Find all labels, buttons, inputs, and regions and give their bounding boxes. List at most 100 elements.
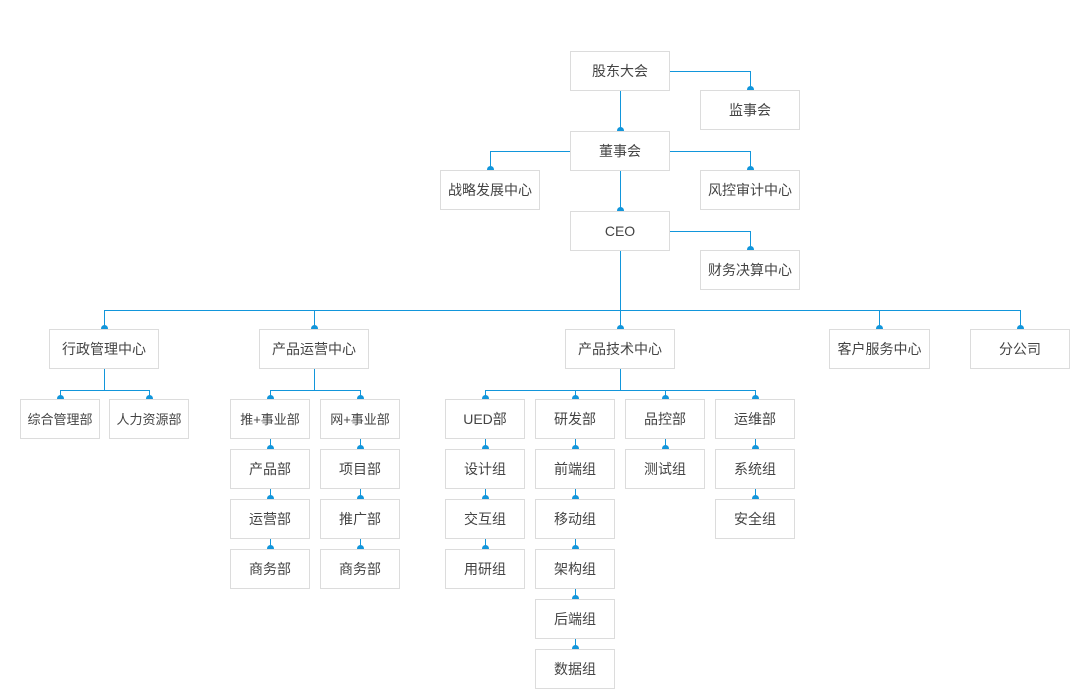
- node-board-of-directors[interactable]: 董事会: [570, 131, 670, 171]
- connector-drop-branch-company: [1020, 310, 1021, 329]
- connector-ued-to-design: [485, 439, 486, 449]
- node-operation-dept[interactable]: 运营部: [230, 499, 310, 539]
- connector-ops-to-system: [755, 439, 756, 449]
- connector-dot-security-group: [752, 495, 759, 502]
- node-data-group[interactable]: 数据组: [535, 649, 615, 689]
- node-rd-dept[interactable]: 研发部: [535, 399, 615, 439]
- node-shareholders-meeting[interactable]: 股东大会: [570, 51, 670, 91]
- node-test-group[interactable]: 测试组: [625, 449, 705, 489]
- connector-mobile-to-architecture: [575, 539, 576, 549]
- node-business-dept-right[interactable]: 商务部: [320, 549, 400, 589]
- connector-tech-drop-qc: [665, 390, 666, 399]
- connector-ceo-to-finance-h: [670, 231, 750, 232]
- connector-board-to-strategy-v: [490, 151, 491, 170]
- connector-dot-mobile-group: [572, 495, 579, 502]
- node-general-management-dept[interactable]: 综合管理部: [20, 399, 100, 439]
- connector-dot-customer-service: [876, 325, 883, 332]
- connector-drop-customer-service: [879, 310, 880, 329]
- connector-dot-product-operation: [311, 325, 318, 332]
- connector-shareholders-to-board-v: [620, 91, 621, 131]
- node-customer-service-center[interactable]: 客户服务中心: [829, 329, 930, 369]
- connector-dot-architecture-group: [572, 545, 579, 552]
- node-risk-audit-center[interactable]: 风控审计中心: [700, 170, 800, 210]
- connector-tui-to-product: [270, 439, 271, 449]
- connector-board-to-risk-h: [670, 151, 750, 152]
- connector-prodops-bar: [270, 390, 360, 391]
- connector-dot-test-group: [662, 445, 669, 452]
- connector-dot-product-dept: [267, 445, 274, 452]
- connector-prodops-drop-tui: [270, 390, 271, 399]
- node-design-group[interactable]: 设计组: [445, 449, 525, 489]
- connector-dot-project-dept: [357, 445, 364, 452]
- connector-drop-product-operation: [314, 310, 315, 329]
- connector-admin-drop-hr: [149, 390, 150, 399]
- connector-dot-design-group: [482, 445, 489, 452]
- node-product-operation-center[interactable]: 产品运营中心: [259, 329, 369, 369]
- connector-dot-interaction-group: [482, 495, 489, 502]
- node-architecture-group[interactable]: 架构组: [535, 549, 615, 589]
- connector-dot-finance-center: [747, 246, 754, 253]
- node-ued-dept[interactable]: UED部: [445, 399, 525, 439]
- connector-dot-strategy-center: [487, 166, 494, 173]
- connector-shareholders-to-supervisory-v: [750, 71, 751, 90]
- connector-dot-data-group: [572, 645, 579, 652]
- node-business-dept-left[interactable]: 商务部: [230, 549, 310, 589]
- node-admin-management-center[interactable]: 行政管理中心: [49, 329, 159, 369]
- connector-product-to-operation: [270, 489, 271, 499]
- node-product-technology-center[interactable]: 产品技术中心: [565, 329, 675, 369]
- connector-dot-qc-dept: [662, 395, 669, 402]
- connector-dot-supervisory: [747, 86, 754, 93]
- connector-drop-product-technology: [620, 310, 621, 329]
- connector-dot-operation-dept: [267, 495, 274, 502]
- connector-drop-admin-center: [104, 310, 105, 329]
- connector-dot-user-research-group: [482, 545, 489, 552]
- connector-dot-general-management: [57, 395, 64, 402]
- connector-ceo-to-finance-v: [750, 231, 751, 250]
- node-supervisory-board[interactable]: 监事会: [700, 90, 800, 130]
- connector-dot-tui-plus-unit: [267, 395, 274, 402]
- connector-divisions-bar: [104, 310, 1020, 311]
- connector-qc-to-test: [665, 439, 666, 449]
- node-security-group[interactable]: 安全组: [715, 499, 795, 539]
- node-qc-dept[interactable]: 品控部: [625, 399, 705, 439]
- connector-tech-stem: [620, 369, 621, 390]
- connector-board-to-risk-v: [750, 151, 751, 170]
- node-mobile-group[interactable]: 移动组: [535, 499, 615, 539]
- connector-dot-promotion-dept: [357, 495, 364, 502]
- connector-dot-risk-audit-center: [747, 166, 754, 173]
- node-ceo[interactable]: CEO: [570, 211, 670, 251]
- connector-dot-ceo: [617, 207, 624, 214]
- node-project-dept[interactable]: 项目部: [320, 449, 400, 489]
- connector-dot-admin-center: [101, 325, 108, 332]
- connector-ceo-to-divisions-v: [620, 251, 621, 310]
- node-interaction-group[interactable]: 交互组: [445, 499, 525, 539]
- node-strategy-development-center[interactable]: 战略发展中心: [440, 170, 540, 210]
- node-backend-group[interactable]: 后端组: [535, 599, 615, 639]
- node-human-resources-dept[interactable]: 人力资源部: [109, 399, 189, 439]
- connector-shareholders-to-supervisory-h: [670, 71, 750, 72]
- node-promotion-dept[interactable]: 推广部: [320, 499, 400, 539]
- connector-dot-human-resources: [146, 395, 153, 402]
- connector-dot-backend-group: [572, 595, 579, 602]
- connector-tech-drop-ops: [755, 390, 756, 399]
- connector-prodops-stem: [314, 369, 315, 390]
- connector-board-to-ceo-v: [620, 171, 621, 211]
- node-ops-dept[interactable]: 运维部: [715, 399, 795, 439]
- connector-prodops-drop-wang: [360, 390, 361, 399]
- node-product-dept[interactable]: 产品部: [230, 449, 310, 489]
- node-system-group[interactable]: 系统组: [715, 449, 795, 489]
- connector-system-to-security: [755, 489, 756, 499]
- node-wang-plus-business-unit[interactable]: 网+事业部: [320, 399, 400, 439]
- connector-project-to-promotion: [360, 489, 361, 499]
- node-finance-settlement-center[interactable]: 财务决算中心: [700, 250, 800, 290]
- node-frontend-group[interactable]: 前端组: [535, 449, 615, 489]
- node-user-research-group[interactable]: 用研组: [445, 549, 525, 589]
- connector-backend-to-data: [575, 639, 576, 649]
- connector-dot-board-of-directors: [617, 127, 624, 134]
- node-branch-company[interactable]: 分公司: [970, 329, 1070, 369]
- connector-architecture-to-backend: [575, 589, 576, 599]
- connector-promotion-to-business-right: [360, 539, 361, 549]
- connector-admin-drop-general: [60, 390, 61, 399]
- connector-operation-to-business-left: [270, 539, 271, 549]
- node-tui-plus-business-unit[interactable]: 推+事业部: [230, 399, 310, 439]
